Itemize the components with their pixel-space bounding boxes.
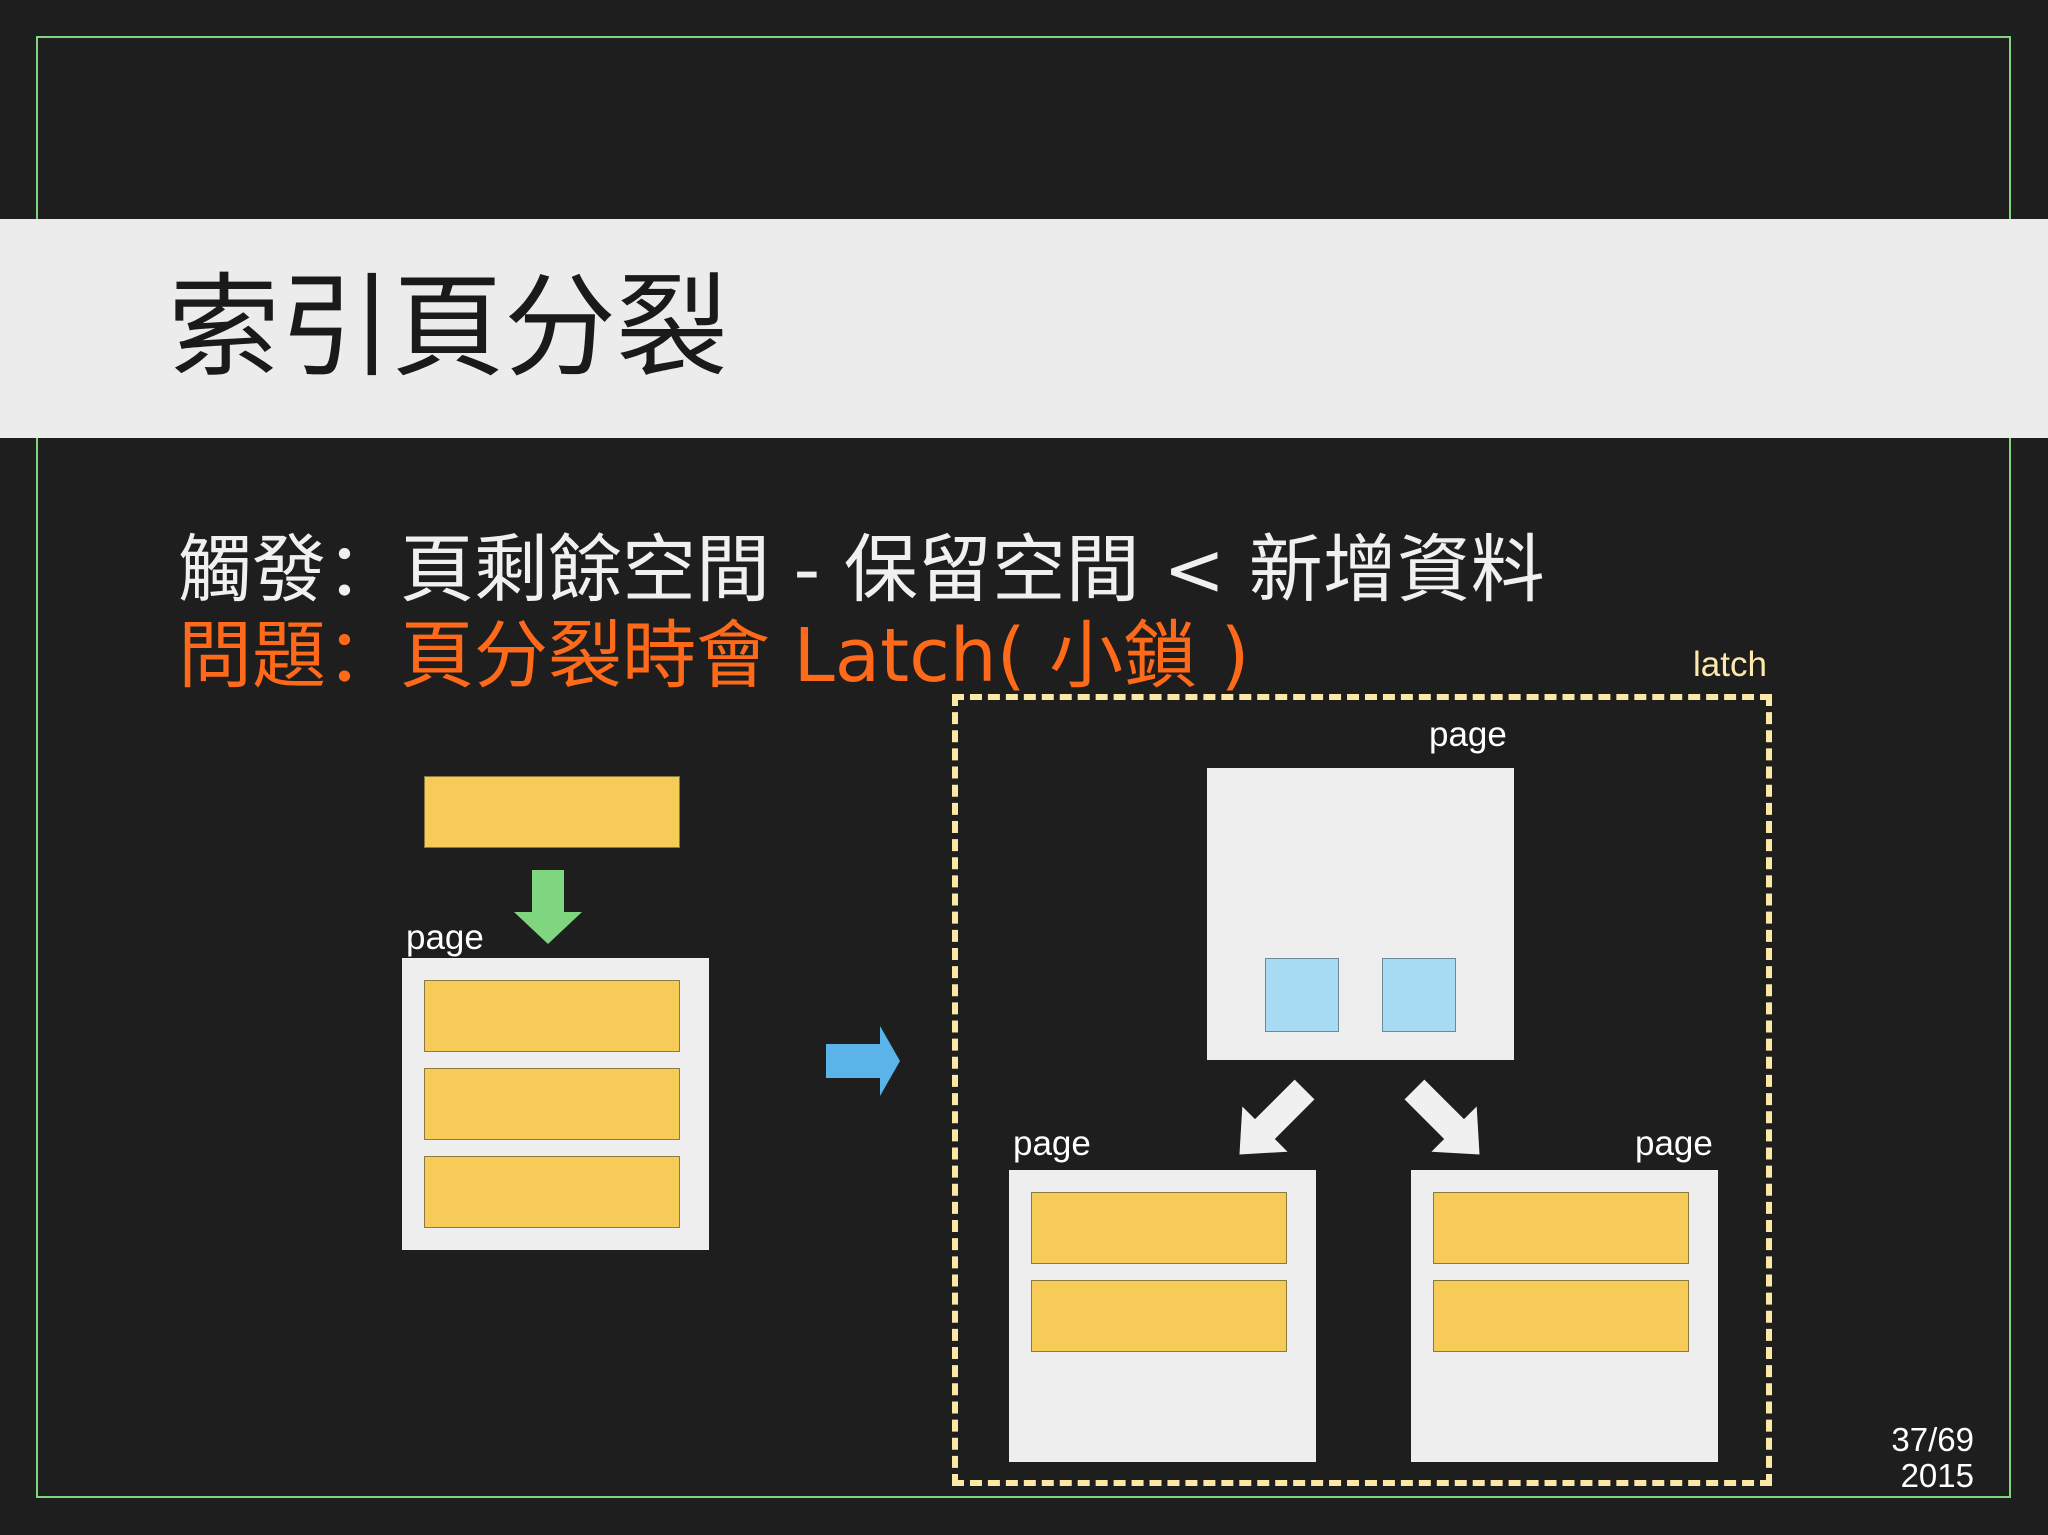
- child-page-left: [1009, 1170, 1316, 1462]
- record: [1433, 1280, 1689, 1352]
- insert-down-arrow-icon: [514, 870, 582, 944]
- trigger-line: 觸發：頁剩餘空間 - 保留空間 < 新增資料: [178, 527, 1545, 613]
- record: [1433, 1192, 1689, 1264]
- page-label-child-left: page: [1013, 1124, 1091, 1163]
- slide-frame: [36, 36, 2011, 1498]
- slide-number: 37/69: [1891, 1421, 1974, 1458]
- split-right-arrow-icon: [826, 1026, 900, 1096]
- record: [1031, 1192, 1287, 1264]
- page-label-before: page: [406, 918, 484, 957]
- slide-year: 2015: [1900, 1457, 1974, 1494]
- record: [1031, 1280, 1287, 1352]
- problem-line: 問題：頁分裂時會 Latch( 小鎖 ): [178, 613, 1250, 699]
- parent-page: [1207, 768, 1514, 1060]
- key-entry: [1382, 958, 1456, 1032]
- down-left-arrow-icon: [1239, 1079, 1315, 1155]
- page-label-parent: page: [1429, 715, 1507, 754]
- page-before-split: [402, 958, 709, 1250]
- key-entry: [1265, 958, 1339, 1032]
- record: [424, 1156, 680, 1228]
- child-page-right: [1411, 1170, 1718, 1462]
- latch-region: [952, 694, 1772, 1486]
- title-band: [0, 219, 2048, 438]
- latch-label: latch: [1693, 645, 1767, 684]
- slide-title: 索引頁分裂: [168, 263, 728, 393]
- page-label-child-right: page: [1635, 1124, 1713, 1163]
- incoming-record: [424, 776, 680, 848]
- page-counter: 37/69 2015: [1891, 1422, 1974, 1494]
- record: [424, 980, 680, 1052]
- down-right-arrow-icon: [1404, 1079, 1480, 1155]
- record: [424, 1068, 680, 1140]
